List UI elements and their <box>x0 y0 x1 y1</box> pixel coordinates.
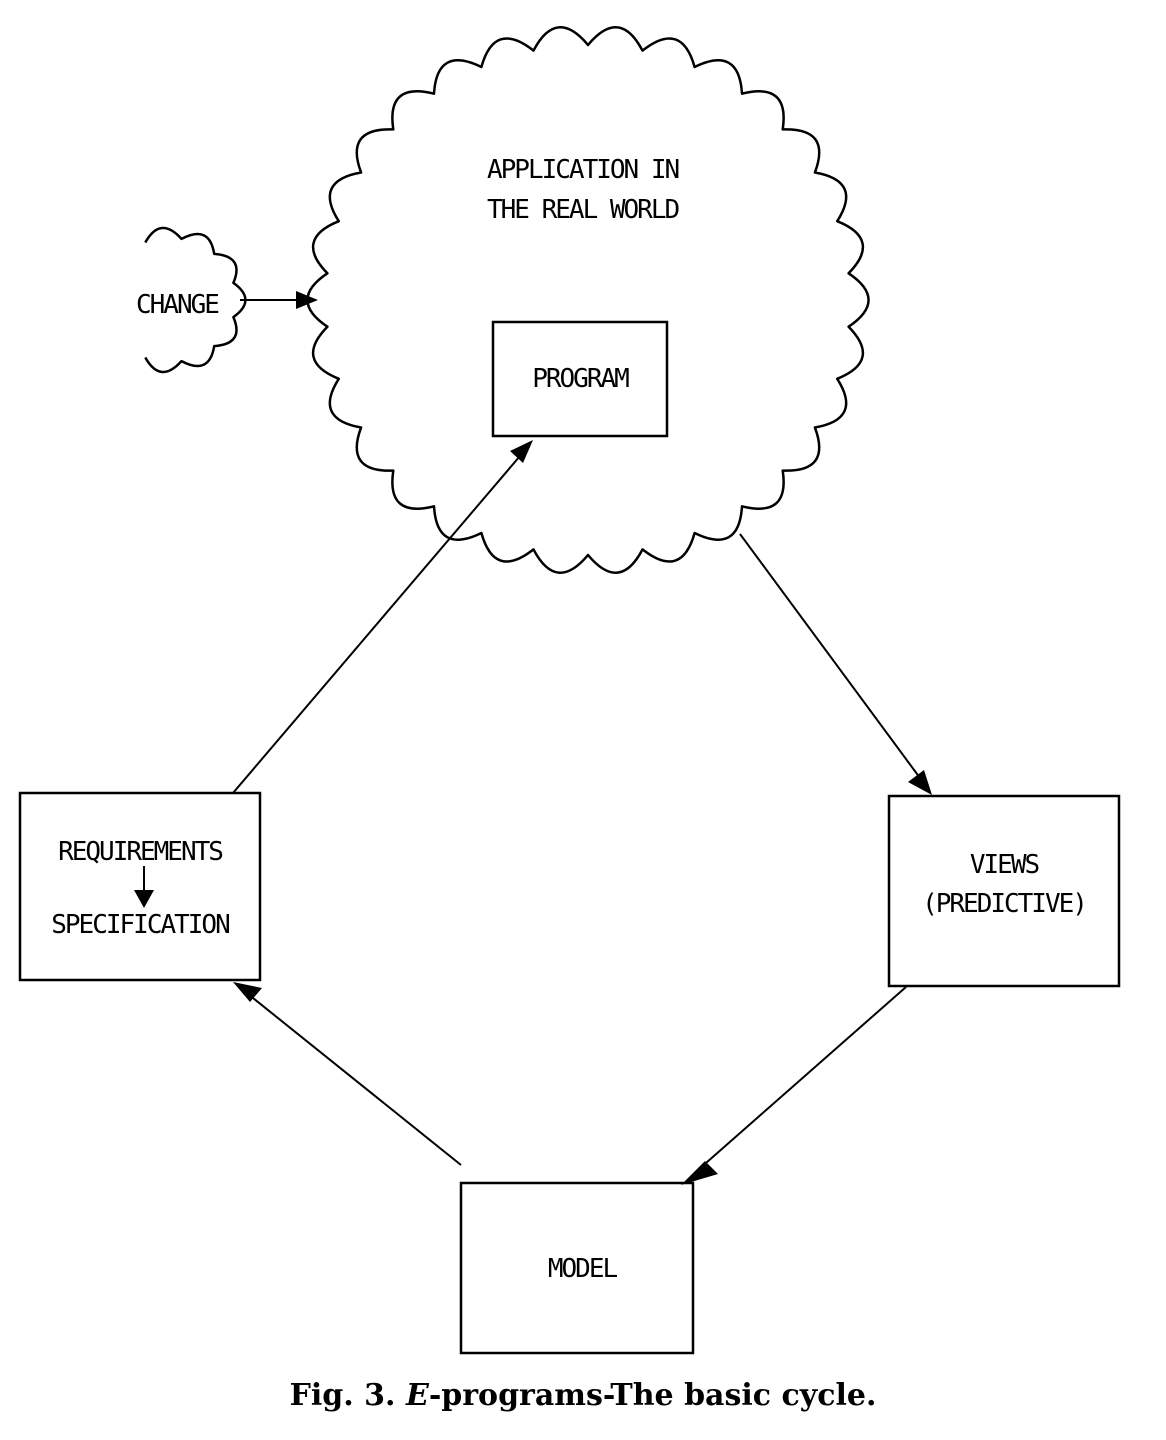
caption-emphasis: E <box>405 1378 429 1413</box>
requirements-to-program-arrow-line <box>232 455 521 794</box>
change-cloud: CHANGE <box>136 226 247 374</box>
views-to-model-arrowhead <box>681 1161 718 1185</box>
model-label: MODEL <box>548 1254 618 1284</box>
requirements-box: REQUIREMENTS SPECIFICATION <box>18 791 262 982</box>
requirements-label: REQUIREMENTS <box>58 837 222 867</box>
views-label-line2: (PREDICTIVE) <box>922 889 1086 919</box>
program-box-border <box>491 320 669 438</box>
views-to-model-arrow-line <box>697 986 907 1171</box>
change-label: CHANGE <box>136 290 218 320</box>
figure-caption: Fig. 3. E-programs-The basic cycle. <box>0 1378 1166 1413</box>
model-to-requirements-arrow-line <box>247 993 462 1166</box>
model-box-border <box>459 1181 695 1355</box>
application-cloud-outline <box>306 26 870 574</box>
application-cloud: APPLICATION IN THE REAL WORLD <box>306 26 870 574</box>
application-to-views-arrow-line <box>739 533 921 779</box>
views-label-line1: VIEWS <box>970 850 1039 880</box>
change-to-application-arrowhead <box>296 291 318 309</box>
application-label-line2: THE REAL WORLD <box>487 195 679 225</box>
specification-label: SPECIFICATION <box>51 910 229 940</box>
application-to-views-arrowhead <box>908 770 932 795</box>
program-label: PROGRAM <box>532 364 629 394</box>
requirements-to-program-arrowhead <box>510 440 533 463</box>
model-box: MODEL <box>459 1181 695 1355</box>
cycle-arrows <box>232 291 932 1185</box>
requirements-to-specification-arrowhead <box>134 890 154 908</box>
application-label-line1: APPLICATION IN <box>487 155 678 185</box>
requirements-box-border <box>18 791 262 982</box>
model-to-requirements-arrowhead <box>233 982 262 1002</box>
caption-text: -programs-The basic cycle. <box>428 1378 877 1413</box>
program-box: PROGRAM <box>491 320 669 438</box>
views-box: VIEWS (PREDICTIVE) <box>887 794 1121 988</box>
caption-prefix: Fig. 3. <box>289 1378 396 1413</box>
views-box-border <box>887 794 1121 988</box>
